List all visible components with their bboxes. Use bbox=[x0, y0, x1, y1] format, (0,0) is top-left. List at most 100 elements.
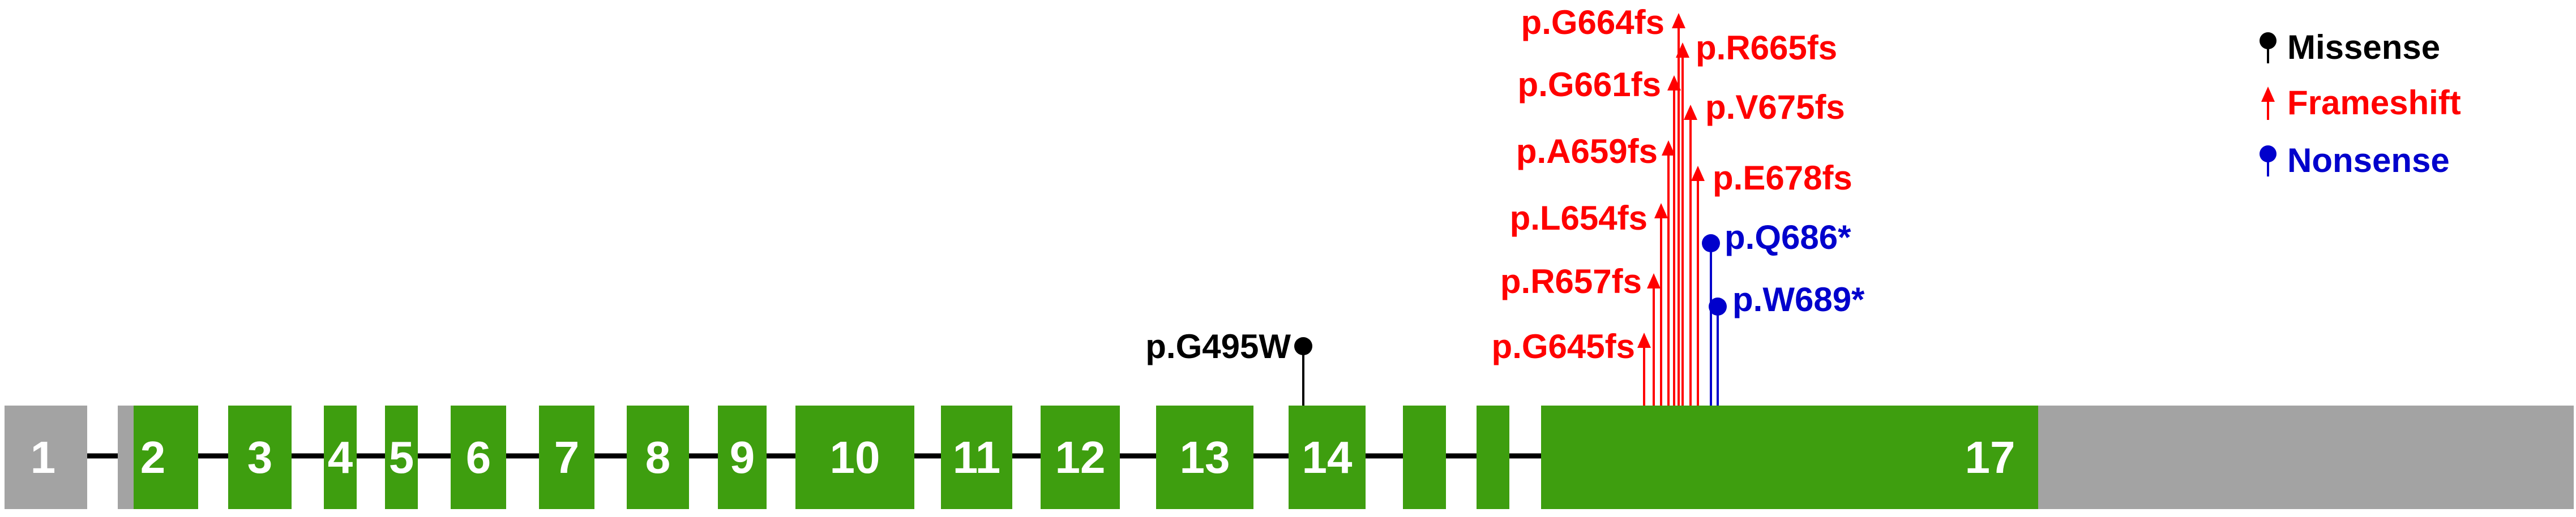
exon-label: 7 bbox=[554, 432, 580, 482]
mutation-p-G495W: p.G495W bbox=[1145, 328, 1312, 406]
exon-2-utr-part bbox=[118, 406, 134, 509]
mutation-label: p.L654fs bbox=[1510, 199, 1648, 237]
exon-box bbox=[795, 406, 914, 509]
exon-10: 10 bbox=[795, 406, 914, 509]
exon-15 bbox=[1403, 406, 1446, 509]
mutation-p-E678fs: p.E678fs bbox=[1691, 159, 1852, 406]
exon-3: 3 bbox=[228, 406, 292, 509]
exon-label: 14 bbox=[1302, 432, 1353, 482]
exon-box bbox=[451, 406, 506, 509]
exon-label: 6 bbox=[466, 432, 491, 482]
mutation-label: p.R665fs bbox=[1696, 29, 1837, 67]
frameshift-marker-icon bbox=[1691, 166, 1705, 181]
exon-label: 4 bbox=[328, 432, 353, 482]
legend-item-missense: Missense bbox=[2260, 28, 2440, 66]
frameshift-marker-icon bbox=[1637, 333, 1651, 348]
exon-box bbox=[1541, 406, 2038, 509]
exon-box bbox=[1156, 406, 1253, 509]
mutation-label: p.V675fs bbox=[1705, 88, 1845, 126]
frameshift-legend-icon bbox=[2261, 87, 2275, 102]
frameshift-marker-icon bbox=[1676, 42, 1689, 58]
frameshift-marker-icon bbox=[1662, 140, 1675, 156]
mutation-p-L654fs: p.L654fs bbox=[1510, 199, 1668, 406]
exon-16 bbox=[1477, 406, 1509, 509]
exon-13: 13 bbox=[1156, 406, 1253, 509]
exon-12: 12 bbox=[1041, 406, 1120, 509]
mutation-label: p.E678fs bbox=[1713, 159, 1852, 197]
frameshift-marker-icon bbox=[1684, 105, 1697, 120]
exon-label: 3 bbox=[247, 432, 273, 482]
nonsense-legend-icon bbox=[2260, 145, 2277, 162]
exon-label: 2 bbox=[140, 432, 166, 482]
exon-label: 13 bbox=[1180, 432, 1230, 482]
exon-box bbox=[941, 406, 1012, 509]
legend-item-nonsense: Nonsense bbox=[2260, 141, 2450, 179]
exon-box bbox=[1041, 406, 1120, 509]
mutation-label: p.G645fs bbox=[1492, 328, 1635, 365]
mutation-label: p.W689* bbox=[1732, 281, 1865, 318]
exon-box bbox=[718, 406, 767, 509]
exon-label: 10 bbox=[830, 432, 880, 482]
exon-label: 8 bbox=[645, 432, 671, 482]
exon-5: 5 bbox=[385, 406, 418, 509]
mutation-p-Q686*: p.Q686* bbox=[1702, 218, 1851, 406]
exon-label: 1 bbox=[31, 432, 56, 482]
exon-4: 4 bbox=[324, 406, 357, 509]
exon-box bbox=[385, 406, 418, 509]
exon-8: 8 bbox=[627, 406, 689, 509]
frameshift-marker-icon bbox=[1654, 203, 1668, 218]
exon-11: 11 bbox=[941, 406, 1012, 509]
exon-label: 5 bbox=[389, 432, 414, 482]
exon-14: 14 bbox=[1289, 406, 1366, 509]
exon-box bbox=[539, 406, 594, 509]
exon-box bbox=[1403, 406, 1446, 509]
exon-box bbox=[324, 406, 357, 509]
exon-box bbox=[5, 406, 87, 509]
exon-box bbox=[1477, 406, 1509, 509]
legend-label: Frameshift bbox=[2287, 84, 2461, 122]
exon-label: 9 bbox=[730, 432, 755, 482]
legend-label: Missense bbox=[2287, 28, 2440, 66]
exon-box bbox=[1289, 406, 1366, 509]
mutation-p-W689*: p.W689* bbox=[1709, 281, 1865, 406]
mutation-label: p.A659fs bbox=[1516, 132, 1658, 170]
legend-item-frameshift: Frameshift bbox=[2261, 84, 2461, 122]
exon-box bbox=[627, 406, 689, 509]
exon-6: 6 bbox=[451, 406, 506, 509]
mutation-p-R665fs: p.R665fs bbox=[1676, 29, 1837, 406]
mutation-track: p.G495W p.G645fs p.R657fs p.L654fs p.A65… bbox=[1145, 3, 1865, 406]
mutation-label: p.Q686* bbox=[1725, 218, 1851, 256]
mutation-p-G664fs: p.G664fs bbox=[1521, 3, 1685, 406]
exon-7: 7 bbox=[539, 406, 594, 509]
mutation-p-G661fs: p.G661fs bbox=[1518, 66, 1681, 406]
nonsense-marker-icon bbox=[1709, 298, 1727, 316]
exon-9: 9 bbox=[718, 406, 767, 509]
mutation-p-V675fs: p.V675fs bbox=[1684, 88, 1845, 406]
exon-1: 1 bbox=[5, 406, 87, 509]
mutation-label: p.R657fs bbox=[1500, 262, 1642, 300]
exon-17: 17 bbox=[1541, 406, 2038, 509]
legend-label: Nonsense bbox=[2287, 141, 2450, 179]
exon-box bbox=[2038, 406, 2574, 509]
mutation-p-A659fs: p.A659fs bbox=[1516, 132, 1675, 406]
exon-track: 1 2 3 4 5 6 7 8 bbox=[5, 406, 2574, 509]
exon-label: 12 bbox=[1055, 432, 1106, 482]
mutation-p-G645fs: p.G645fs bbox=[1492, 328, 1651, 406]
frameshift-marker-icon bbox=[1672, 13, 1685, 28]
frameshift-marker-icon bbox=[1647, 273, 1661, 288]
mutation-label: p.G495W bbox=[1145, 328, 1291, 365]
exon-box bbox=[134, 406, 198, 509]
exon-box bbox=[228, 406, 292, 509]
exon-box bbox=[118, 406, 134, 509]
mutation-label: p.G664fs bbox=[1521, 3, 1664, 41]
mutation-p-R657fs: p.R657fs bbox=[1500, 262, 1661, 406]
mutation-label: p.G661fs bbox=[1518, 66, 1661, 104]
nonsense-marker-icon bbox=[1702, 234, 1720, 252]
exon-label: 11 bbox=[953, 432, 1001, 482]
missense-marker-icon bbox=[1294, 337, 1312, 355]
missense-legend-icon bbox=[2260, 32, 2277, 49]
exon-2: 2 bbox=[134, 406, 198, 509]
exon-label: 17 bbox=[1965, 432, 2016, 482]
exon-17-utr-part bbox=[2038, 406, 2574, 509]
